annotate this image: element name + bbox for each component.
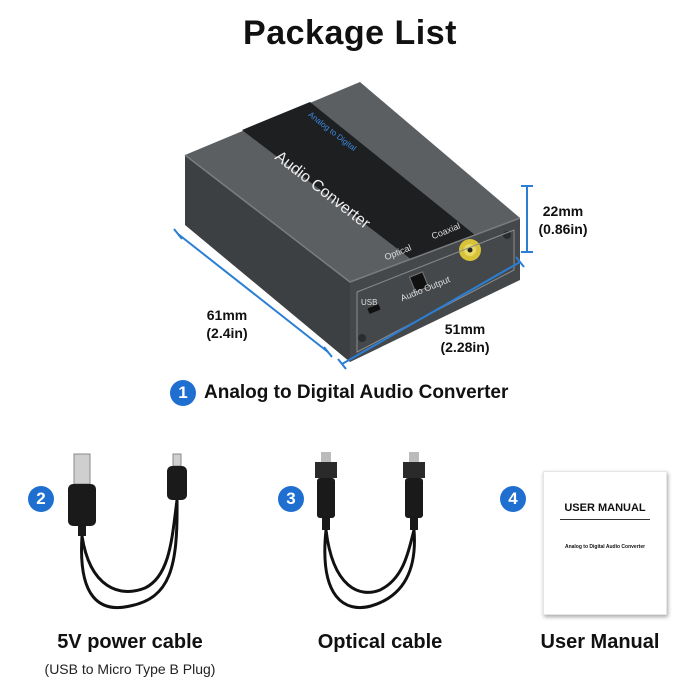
item-number-badge: 3 [278, 486, 304, 512]
item-4-caption: User Manual [540, 631, 660, 653]
item-2-caption: 5V power cable [57, 631, 203, 653]
port-label-usb: USB [361, 298, 378, 307]
width-dimension-line [341, 261, 521, 365]
toslink-plug-icon [409, 452, 419, 462]
converter-device-illustration [184, 82, 521, 362]
depth-dimension-line [177, 233, 329, 353]
item-2-subcaption: (USB to Micro Type B Plug) [44, 661, 216, 677]
device-left-face [185, 155, 350, 362]
optical-cable-illustration [315, 452, 425, 610]
depth-dimension-label: 61mm(2.4in) [206, 307, 248, 341]
item-number-badge: 2 [28, 486, 54, 512]
height-dimension-label: 22mm(0.86in) [538, 203, 588, 237]
manual-subtitle: Analog to Digital Audio Converter [564, 544, 646, 550]
usb-a-plug-icon [73, 453, 91, 485]
item-1-title: Analog to Digital Audio Converter [204, 382, 509, 403]
width-dimension-label: 51mm(2.28in) [440, 321, 490, 355]
item-number-badge: 4 [500, 486, 526, 512]
optical-port [408, 271, 430, 293]
manual-heading: USER MANUAL [564, 502, 646, 514]
usb-cable-illustration [68, 453, 187, 609]
usb-port [367, 304, 381, 314]
manual-divider [560, 519, 650, 520]
device-label-strip [242, 102, 475, 260]
user-manual-illustration: USER MANUAL Analog to Digital Audio Conv… [543, 471, 667, 615]
screw-icon [503, 231, 511, 239]
toslink-plug-icon [321, 452, 331, 462]
item-number-badge: 1 [170, 380, 196, 406]
item-3-caption: Optical cable [317, 631, 443, 653]
screw-icon [358, 334, 366, 342]
page-title: Package List [243, 14, 457, 52]
micro-usb-plug-icon [172, 453, 182, 467]
